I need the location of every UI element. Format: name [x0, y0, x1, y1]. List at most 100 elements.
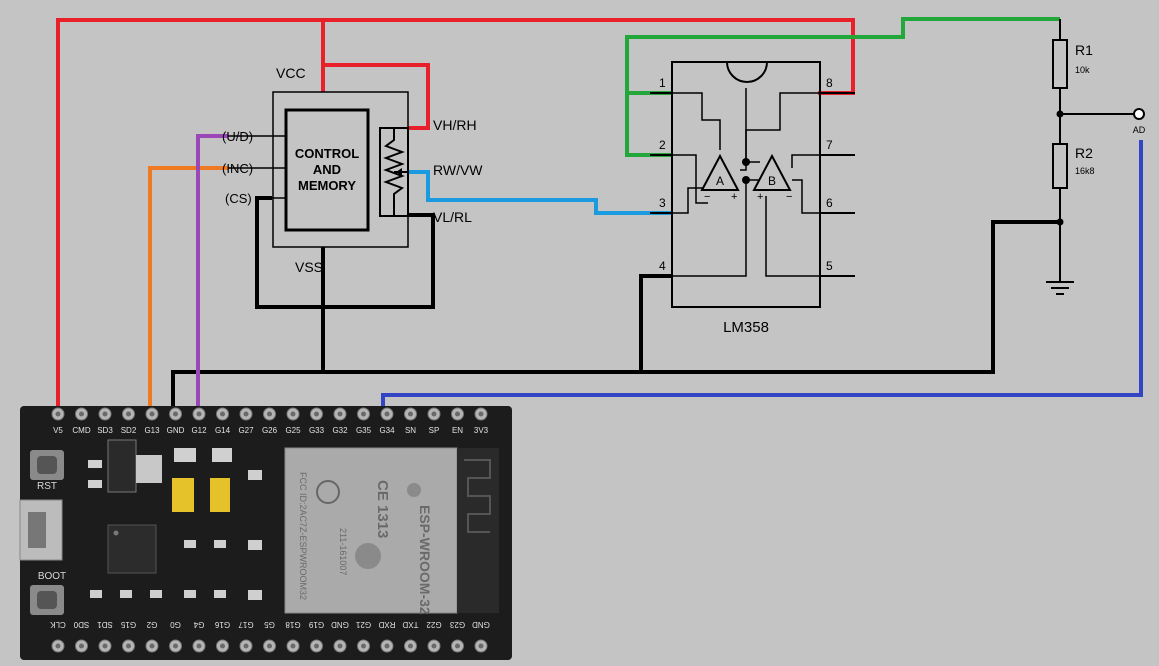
module-cert-label: CE 1313 — [374, 480, 391, 538]
pin-ud-label: (U/D) — [222, 129, 253, 144]
ud-wire — [196, 134, 228, 410]
bottom-header-pin-label: G5 — [264, 620, 275, 629]
bottom-header-pin-label: SD0 — [73, 620, 89, 629]
top-header-pin-label: G12 — [191, 426, 207, 435]
bottom-header-pin-hole-center — [361, 643, 366, 649]
amp-a-plus: + — [731, 191, 737, 203]
bottom-header-pin-label: G0 — [170, 620, 181, 629]
top-header-pin-hole-center — [431, 411, 437, 417]
adc-wire — [381, 140, 1143, 410]
opamp-pin-7-label: 7 — [826, 138, 833, 152]
top-header-pin-label: G27 — [238, 426, 254, 435]
module-id-label: 211-161007 — [338, 528, 348, 575]
top-header-pin-label: G32 — [332, 426, 348, 435]
r1-value: 10k — [1075, 65, 1090, 75]
control-block — [284, 108, 370, 232]
amp-b-label: B — [768, 174, 776, 188]
vcc-label: VCC — [276, 65, 306, 81]
top-header-pin-hole-center — [149, 411, 155, 417]
rst-label: RST — [37, 481, 57, 492]
opamp-pin-3-label: 3 — [659, 196, 666, 210]
bottom-header-pin-hole-center — [79, 643, 84, 649]
r2-resistor-icon — [1052, 143, 1068, 189]
pot-vl-cs-ground-wire — [255, 196, 435, 309]
opamp-pin-5-label: 5 — [826, 259, 833, 273]
top-header-pin-hole-center — [126, 411, 131, 417]
bottom-header-pin-hole-center — [337, 643, 343, 649]
opamp-pin-4-label: 4 — [659, 259, 666, 273]
opamp-pin-6-label: 6 — [826, 196, 833, 210]
top-header-pin-hole-center — [243, 411, 249, 417]
junction-dot — [742, 176, 750, 184]
package-notch — [726, 61, 768, 83]
bottom-header-pin-hole-center — [243, 643, 249, 649]
memory-label: MEMORY — [298, 178, 356, 193]
top-header-pin-label: V5 — [53, 426, 63, 435]
bottom-header-pin-label: SD1 — [97, 620, 113, 629]
top-header-pin-label: GND — [167, 426, 185, 435]
ground-wires — [171, 196, 1060, 410]
amp-b-plus: + — [757, 191, 763, 203]
bottom-header-pin-hole-center — [384, 643, 390, 649]
inc-wire — [148, 166, 228, 410]
opamp-pin-2-label: 2 — [659, 138, 666, 152]
top-header-pin-label: G35 — [356, 426, 372, 435]
top-header-pin-hole-center — [267, 411, 272, 417]
resistor-element-icon — [383, 128, 405, 216]
top-header-pin-label: G26 — [262, 426, 278, 435]
amp-a-label: A — [716, 174, 724, 188]
bottom-header-pin-hole-center — [149, 643, 155, 649]
top-header-pin-hole-center — [314, 411, 319, 417]
control-label: CONTROL — [295, 146, 359, 161]
top-header-pin-hole-center — [79, 411, 84, 417]
top-header-pin-label: SP — [429, 426, 440, 435]
ad-terminal-icon — [1133, 108, 1145, 120]
bottom-header-pin-label: RXD — [378, 620, 395, 629]
bottom-header-pin-hole-center — [290, 643, 296, 649]
vl-label: VL/RL — [433, 209, 472, 225]
pin-cs-label: (CS) — [225, 191, 252, 206]
top-header-pin-hole-center — [337, 411, 343, 417]
top-header-pin-label: SD3 — [97, 426, 113, 435]
top-header-pin-label: G13 — [144, 426, 160, 435]
bottom-header-pin-hole-center — [126, 643, 131, 649]
vw-label: RW/VW — [433, 162, 483, 178]
opamp-name-label: LM358 — [723, 319, 769, 336]
amp-b-minus: − — [786, 191, 792, 203]
bottom-header-pin-label: CLK — [50, 620, 66, 629]
antenna-area-icon — [457, 448, 499, 613]
top-header-pin-label: G14 — [215, 426, 231, 435]
bottom-header-pin-label: G16 — [214, 620, 230, 629]
bottom-header-pin-label: G18 — [285, 620, 301, 629]
top-header-pin-hole-center — [361, 411, 366, 417]
top-header-pin-label: EN — [452, 426, 463, 435]
vh-label: VH/RH — [433, 117, 477, 133]
bottom-header-pin-label: GND — [472, 620, 490, 629]
amplifier-b-icon — [752, 153, 792, 191]
top-header-pin-hole-center — [384, 411, 390, 417]
bottom-header-pin-hole-center — [431, 643, 437, 649]
top-header-pin-label: SD2 — [121, 426, 137, 435]
top-header-pin-hole-center — [408, 411, 413, 417]
bottom-header-pin-hole-center — [455, 643, 460, 649]
top-header-pin-hole-center — [196, 411, 202, 417]
bottom-header-pin-hole-center — [408, 643, 413, 649]
r1-resistor-icon — [1052, 39, 1068, 89]
top-header-pin-hole-center — [102, 411, 108, 417]
rst-button-cap-icon — [37, 456, 57, 474]
module-name-label: ESP-WROOM-32 — [417, 505, 433, 615]
bottom-header-pin-label: G17 — [238, 620, 254, 629]
bottom-header-pin-hole-center — [220, 643, 225, 649]
wiper-arrow-icon — [396, 168, 402, 176]
module-fcc-label: FCC ID:2AC7Z-ESPWROOM32 — [298, 472, 308, 600]
top-header-pin-hole-center — [55, 411, 61, 417]
esp-wroom-32-module — [284, 447, 458, 614]
boot-label: BOOT — [38, 571, 66, 582]
bottom-header-pin-label: TXD — [402, 620, 418, 629]
opamp-gnd-wire — [639, 274, 672, 372]
r1-label: R1 — [1075, 42, 1093, 58]
bottom-header-pin-label: G23 — [449, 620, 465, 629]
